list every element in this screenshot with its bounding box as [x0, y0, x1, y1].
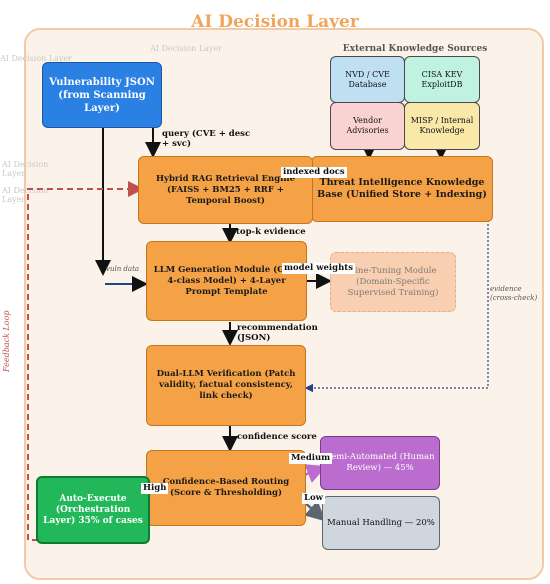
- indexed-docs-edge-label: indexed docs: [281, 167, 347, 178]
- cisa-kev-exploitdb-box: CISA KEV ExploitDB: [404, 56, 480, 103]
- faint-backdrop-text: AI Decision Layer: [2, 160, 49, 178]
- hybrid-rag-engine-box: Hybrid RAG Retrieval Engine (FAISS + BM2…: [138, 156, 313, 224]
- high-route-label: High: [141, 483, 169, 494]
- vulnerability-json-box: Vulnerability JSON (from Scanning Layer): [42, 62, 162, 128]
- semi-automated-box: Semi-Automated (Human Review) — 45%: [320, 436, 440, 490]
- faint-backdrop-text: AI Decision Layer: [0, 54, 73, 63]
- misp-internal-knowledge-box: MISP / Internal Knowledge: [404, 102, 480, 150]
- confidence-routing-box: Confidence-Based Routing (Score & Thresh…: [146, 450, 306, 526]
- auto-execute-box: Auto-Execute (Orchestration Layer) 35% o…: [36, 476, 150, 544]
- manual-handling-box: Manual Handling — 20%: [322, 496, 440, 550]
- top-k-evidence-edge-label: top-k evidence: [236, 227, 306, 237]
- nvd-cve-database-box: NVD / CVE Database: [330, 56, 405, 103]
- diagram-title: AI Decision Layer: [191, 12, 359, 32]
- confidence-score-edge-label: confidence score: [237, 432, 317, 442]
- external-sources-title: External Knowledge Sources: [342, 44, 488, 54]
- query-edge-label: query (CVE + desc + svc): [162, 129, 251, 149]
- vuln-data-edge-label: vuln data: [106, 265, 140, 273]
- llm-generation-module-box: LLM Generation Module (GPT-4-class Model…: [146, 241, 307, 321]
- vendor-advisories-box: Vendor Advisories: [330, 102, 405, 150]
- faint-backdrop-text: AI Decision Layer: [2, 186, 49, 204]
- dual-llm-verification-box: Dual-LLM Verification (Patch validity, f…: [146, 345, 306, 426]
- recommendation-edge-label: recommendation (JSON): [237, 323, 318, 343]
- faint-backdrop-text: AI Decision Layer: [150, 44, 223, 53]
- threat-intel-kb-box: Threat Intelligence Knowledge Base (Unif…: [311, 156, 493, 222]
- feedback-loop-label: Feedback Loop: [2, 310, 11, 372]
- evidence-crosscheck-label: evidence (cross-check): [490, 285, 538, 302]
- fine-tuning-module-box: Fine-Tuning Module (Domain-Specific Supe…: [330, 252, 456, 312]
- model-weights-edge-label: model weights: [282, 263, 355, 274]
- medium-route-label: Medium: [289, 453, 333, 464]
- low-route-label: Low: [302, 493, 325, 504]
